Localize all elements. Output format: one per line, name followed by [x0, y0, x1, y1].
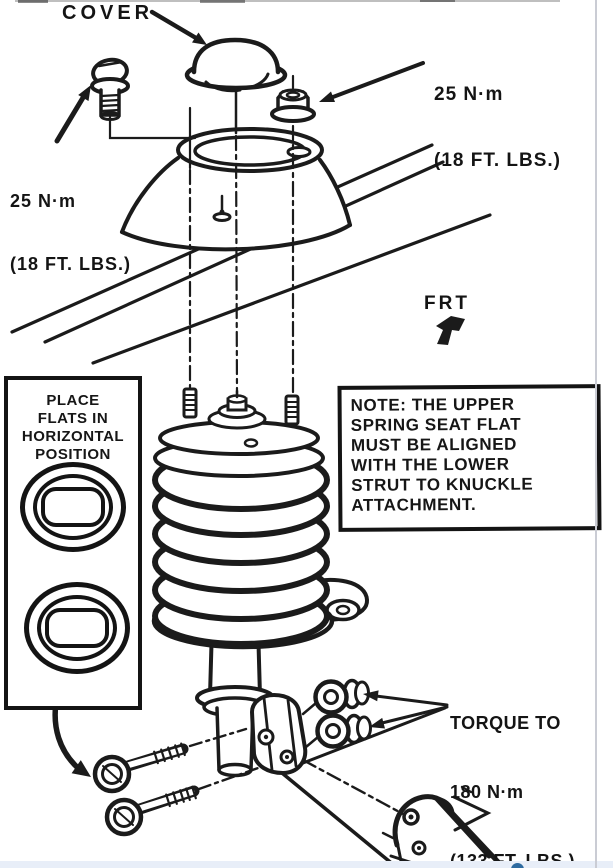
cover-label: COVER [62, 2, 154, 24]
place-flats-box: PLACE FLATS IN HORIZONTAL POSITION [4, 376, 142, 710]
lower-torque-title: TORQUE TO [450, 713, 561, 733]
note-line: WITH THE LOWER [350, 454, 510, 475]
lower-torque-value: 180 N·m [450, 782, 524, 802]
place-line: FLATS IN [37, 410, 109, 427]
bolt-leader-line [108, 115, 197, 140]
flat-position-diagram-upper [20, 462, 126, 552]
upper-mount-bolt-drawing [90, 57, 130, 121]
torque-arrows [301, 690, 449, 765]
upper-bolt-torque-value: 25 N·m [10, 191, 77, 211]
top-edge-artifact [18, 0, 48, 3]
note-box: NOTE: THE UPPER SPRING SEAT FLAT MUST BE… [337, 384, 602, 532]
frt-label: FRT [424, 293, 470, 314]
flat-position-diagram-lower [24, 582, 130, 674]
frt-arrow [436, 316, 465, 345]
note-line: STRUT TO KNUCKLE [351, 474, 534, 495]
right-edge-border [595, 0, 597, 868]
upper-mount-nut-drawing [270, 88, 316, 123]
note-line: ATTACHMENT. [351, 494, 477, 515]
place-line: HORIZONTAL [21, 428, 125, 445]
upper-bolt-arrow [54, 85, 91, 144]
bottom-edge-strip [0, 861, 613, 868]
alignment-centerlines [188, 74, 295, 396]
upper-nut-torque-value: 25 N·m [434, 84, 504, 105]
upper-bolt-torque-label: 25 N·m (18 FT. LBS.) [10, 149, 131, 317]
strut-nuts-drawing [301, 678, 372, 749]
top-edge-artifact [420, 0, 455, 2]
note-line: SPRING SEAT FLAT [350, 414, 522, 435]
upper-nut-torque-ftlbs: (18 FT. LBS.) [434, 150, 562, 171]
upper-nut-torque-label: 25 N·m (18 FT. LBS.) [434, 40, 561, 216]
upper-nut-arrow [319, 61, 425, 102]
upper-bolt-torque-ftlbs: (18 FT. LBS.) [10, 254, 132, 274]
top-edge-artifact [200, 0, 245, 3]
place-line: POSITION [35, 446, 111, 463]
blue-dot-artifact [511, 863, 524, 868]
knuckle-drawing [280, 758, 503, 868]
note-line: MUST BE ALIGNED [350, 434, 518, 455]
place-line: PLACE [46, 392, 100, 409]
cover-cap-drawing [184, 37, 288, 135]
cover-arrow [149, 9, 207, 45]
strut-assembly-drawing [151, 387, 369, 778]
top-edge-artifact [15, 0, 560, 2]
note-line: NOTE: THE UPPER [350, 394, 515, 415]
strut-bolts-drawing [92, 727, 260, 837]
lower-torque-label: TORQUE TO 180 N·m (133 FT. LBS.) [450, 666, 575, 868]
